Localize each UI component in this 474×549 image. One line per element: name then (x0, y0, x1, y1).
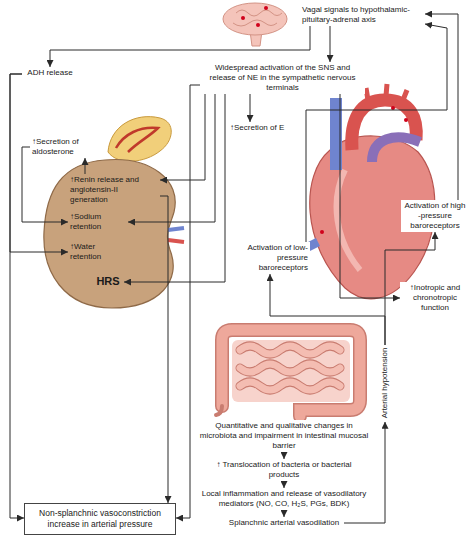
node-text: HRS (94, 275, 122, 288)
colon-outline (222, 330, 360, 416)
flow-arrow (160, 94, 205, 180)
node-text: Local inflammation and release of vasodi… (198, 489, 370, 509)
flow-arrow (85, 158, 86, 174)
node-text: ADH release (24, 68, 76, 78)
flow-arrow (50, 26, 310, 67)
text-node: ↑Secretion of aldosterone (30, 136, 102, 158)
marker-dot (391, 106, 395, 110)
text-node: Widespread activation of the SNS and rel… (200, 62, 365, 94)
node-text: Widespread activation of the SNS and rel… (202, 63, 363, 93)
text-node: Non-splanchnic vasoconstriction increase… (24, 503, 176, 535)
heart-illustration (302, 84, 435, 299)
brain-shape (223, 3, 287, 35)
node-text: ↑ Translocation of bacteria or bacterial… (206, 460, 362, 480)
adrenal-medulla (116, 128, 158, 152)
flow-arrow (284, 452, 285, 459)
small-intestine (240, 346, 340, 390)
node-text: Activation of high -pressure barorecepto… (403, 201, 467, 231)
text-node: Arterial hypotension (378, 345, 392, 422)
text-node: ↑Renin release and angiotensin-II genera… (68, 174, 160, 206)
flow-arrow (330, 26, 331, 62)
node-text: Arterial hypotension (380, 348, 390, 419)
marker-dot (241, 16, 245, 20)
text-node: HRS (92, 274, 124, 289)
node-text: ↑Secretion of E (230, 123, 290, 133)
node-text: Vagal signals to hypothalamic-pituitary-… (302, 5, 423, 25)
node-text: ↑Inotropic and chronotropic function (402, 283, 468, 313)
marker-dot (320, 230, 324, 234)
node-text: ↑Secretion of aldosterone (32, 137, 100, 157)
flow-arrow (10, 74, 68, 252)
text-node: Activation of high -pressure barorecepto… (401, 200, 469, 232)
node-text: ↑Water retention (70, 242, 126, 262)
flow-arrow (284, 510, 285, 517)
text-node: ↑Sodium retention (68, 211, 128, 233)
intestine-illustration (216, 330, 360, 416)
kidney-illustration (44, 160, 184, 308)
aortic-branches (366, 84, 407, 100)
brain-illustration (223, 3, 287, 46)
text-node: Local inflammation and release of vasodi… (196, 488, 372, 510)
flow-arrow (284, 481, 285, 488)
brain-gyri (233, 10, 282, 26)
adrenal-illustration (108, 117, 171, 162)
adrenal-shape (108, 117, 171, 162)
node-text: Quantitative and qualitative changes in … (198, 421, 370, 451)
marker-dot (256, 23, 260, 27)
appendix (216, 406, 222, 415)
text-node: Splanchnic arterial vasodilation (224, 517, 344, 529)
node-text: ↑Sodium retention (70, 212, 126, 232)
text-node: ↑Water retention (68, 241, 128, 263)
flow-arrow (425, 14, 458, 200)
renal-vein (168, 228, 184, 230)
node-text: Non-splanchnic vasoconstriction increase… (29, 508, 171, 530)
node-text: Splanchnic arterial vasodilation (226, 518, 342, 528)
flow-arrow (250, 94, 251, 122)
flow-arrow (340, 94, 400, 298)
colon (222, 330, 360, 416)
renal-artery (168, 240, 184, 242)
text-node: Quantitative and qualitative changes in … (196, 420, 372, 452)
flow-arrow (160, 196, 168, 503)
text-node: Vagal signals to hypothalamic-pituitary-… (300, 4, 425, 26)
flow-arrow (10, 74, 24, 518)
small-intestine-outline (240, 346, 340, 390)
pulmonary-artery (372, 137, 420, 162)
text-node: Activation of low-pressure baroreceptors (238, 242, 310, 274)
flow-arrow (22, 147, 68, 222)
flow-arrow (176, 85, 200, 518)
node-text: Activation of low-pressure baroreceptors (240, 243, 308, 273)
marker-dot (264, 6, 268, 10)
text-node: ADH release (22, 67, 78, 79)
flow-arrow (270, 274, 385, 345)
marker-dot (404, 118, 408, 122)
node-text: ↑Renin release and angiotensin-II genera… (70, 175, 158, 205)
text-node: ↑Secretion of E (228, 122, 292, 134)
intestine-ground (232, 340, 350, 402)
kidney-shape (44, 160, 175, 308)
text-node: ↑ Translocation of bacteria or bacterial… (204, 459, 364, 481)
text-node: ↑Inotropic and chronotropic function (400, 282, 470, 314)
